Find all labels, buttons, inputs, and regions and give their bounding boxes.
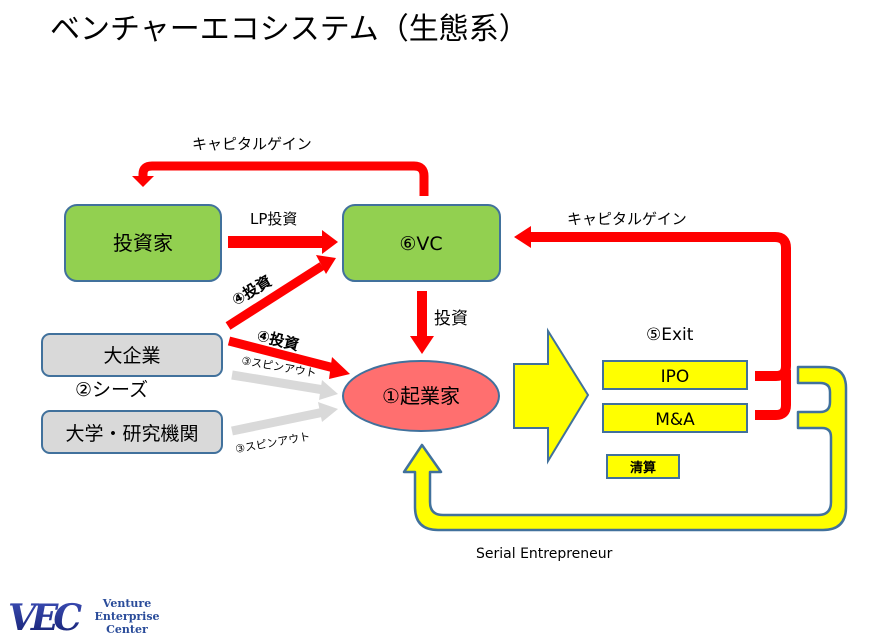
- lp-investment-arrow-head: [322, 230, 338, 254]
- entrepreneur-label: ①起業家: [382, 384, 460, 408]
- vec-logo-line3: Center: [106, 623, 148, 636]
- lp-investment-label: LP投資: [250, 210, 297, 228]
- investor-node: 投資家: [64, 204, 222, 282]
- capital-gain-arrow-top-head: [132, 176, 154, 187]
- serial-entrepreneur-loop: [402, 365, 848, 532]
- liquidation-label: 清算: [630, 460, 656, 476]
- corp-to-vc-arrow-shaft: [225, 262, 325, 330]
- corp-to-entrepreneur-arrow-head: [329, 357, 350, 379]
- ipo-node: IPO: [602, 360, 748, 390]
- capital-gain-label-top: キャピタルゲイン: [192, 135, 312, 153]
- large-corp-label: 大企業: [103, 345, 160, 367]
- spinout-univ-arrow-head: [318, 402, 338, 422]
- vec-logo-line2: Enterprise: [94, 610, 159, 623]
- ma-label: M&A: [655, 410, 695, 430]
- vc-node: ⑥VC: [342, 204, 501, 282]
- capital-gain-arrow-right-head: [514, 226, 531, 248]
- capital-gain-arrow-top: [138, 161, 429, 196]
- corp-to-entrepreneur-arrow-shaft: [227, 336, 336, 373]
- spinout-univ-arrow-shaft: [231, 407, 325, 436]
- liquidation-node: 清算: [606, 454, 680, 479]
- spinout-univ-label: ③スピンアウト: [234, 430, 311, 456]
- spinout-corp-arrow-shaft: [231, 370, 325, 395]
- ipo-label: IPO: [661, 367, 690, 387]
- exit-label: ⑤Exit: [646, 325, 694, 345]
- vec-logo-line1: Venture: [102, 597, 151, 610]
- corp-to-vc-arrow-head: [316, 255, 336, 274]
- university-label: 大学・研究機関: [65, 423, 198, 445]
- vec-logo: VEC Venture Enterprise Center: [8, 597, 160, 639]
- serial-entrepreneur-label: Serial Entrepreneur: [476, 546, 613, 562]
- lp-investment-arrow-shaft: [228, 236, 326, 248]
- capital-gain-branch-ma: [755, 370, 791, 420]
- university-node: 大学・研究機関: [41, 410, 223, 454]
- page-title: ベンチャーエコシステム（生態系）: [50, 12, 529, 47]
- investor-label: 投資家: [113, 231, 173, 255]
- capital-gain-label-right: キャピタルゲイン: [567, 210, 687, 228]
- ma-node: M&A: [602, 403, 748, 433]
- capital-gain-arrow-right: [530, 232, 791, 381]
- vc-investment-arrow-head: [410, 336, 434, 354]
- vc-label: ⑥VC: [399, 233, 442, 255]
- seeds-label: ②シーズ: [75, 379, 148, 401]
- to-exit-arrow: [513, 327, 590, 465]
- entrepreneur-node: ①起業家: [342, 360, 500, 432]
- spinout-corp-arrow-head: [319, 380, 338, 400]
- vec-logo-mark: VEC: [8, 597, 82, 639]
- vc-investment-arrow-shaft: [417, 291, 427, 337]
- vc-investment-label: 投資: [434, 309, 468, 329]
- large-corp-node: 大企業: [41, 333, 223, 377]
